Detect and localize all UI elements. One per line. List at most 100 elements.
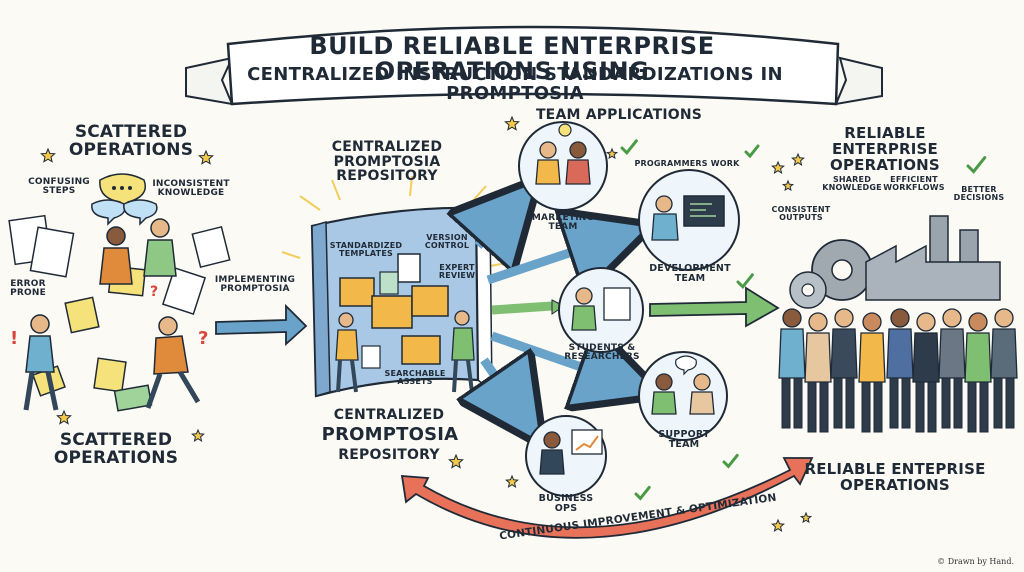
reliable-enterprise-scene [778, 215, 1018, 433]
book-icon [113, 384, 153, 412]
star-icon [504, 115, 520, 131]
scattered-operations-scene: ! ? ? [8, 173, 231, 412]
repository-title-bottom-1: CENTRALIZED [333, 407, 445, 423]
team-students-circle [558, 267, 644, 353]
programmers-work-note: PROGRAMMERS WORK [634, 159, 740, 168]
person-figure [990, 308, 1018, 429]
person-figure [938, 308, 966, 429]
star-icon [56, 409, 72, 425]
star-icon [191, 428, 205, 442]
person-figure [804, 312, 832, 433]
star-icon [40, 147, 56, 163]
scattered-title-top: SCATTERED OPERATIONS [68, 122, 194, 160]
team-development-circle [638, 169, 740, 271]
feature-version-control: VERSION CONTROL [424, 233, 470, 251]
feature-standardized-templates: STANDARDIZED TEMPLATES [329, 241, 403, 259]
label-error-prone: ERROR PRONE [10, 279, 46, 299]
marketing-team-label: MARKETING TEAM [531, 213, 595, 233]
banner-line-1: BUILD RELIABLE ENTERPRISE OPERATIONS USI… [309, 32, 715, 86]
crowd-of-professionals [778, 308, 1018, 433]
star-icon [791, 152, 805, 166]
star-icon [605, 147, 619, 160]
repository-title-bottom-3: REPOSITORY [338, 447, 440, 463]
document-icon [379, 271, 399, 295]
repository-title-bottom-2: PROMPTOSIA [321, 424, 459, 445]
svg-text:!: ! [10, 328, 18, 349]
credit-text: © Drawn by Hand. [937, 557, 1014, 566]
person-figure [143, 218, 177, 277]
svg-text:?: ? [150, 284, 158, 300]
document-icon [397, 253, 421, 283]
folder-icon [339, 277, 375, 307]
person-figure [145, 316, 201, 409]
speech-bubble-icon [99, 173, 146, 212]
person-figure [858, 312, 886, 433]
svg-text:?: ? [198, 328, 208, 349]
person-figure [23, 314, 59, 411]
banner-line-2: CENTRALIZED INSTRUCTION STANDARDIZATIONS… [247, 64, 783, 104]
gear-icon [811, 239, 873, 301]
title-banner [185, 25, 883, 106]
speech-bubble-icon [123, 199, 158, 226]
checkmark-icon [634, 485, 651, 501]
star-icon [505, 474, 519, 488]
team-support-circle [638, 351, 728, 441]
team-arrows [478, 204, 780, 418]
speech-bubble-icon [91, 199, 126, 226]
document-icon [603, 287, 631, 321]
reliable-title-top: RELIABLE ENTERPRISE OPERATIONS [830, 124, 940, 174]
lightbulb-icon [558, 123, 572, 137]
sticky-note-icon [93, 357, 127, 393]
checkmark-icon [744, 144, 760, 159]
paper-icon [161, 267, 207, 315]
feature-expert-review: EXPERT REVIEW [438, 263, 476, 281]
development-team-label: DEVELOPMENT TEAM [649, 263, 731, 284]
monitor-icon [683, 195, 725, 227]
sticky-note-icon [64, 296, 100, 334]
reliable-title-bottom: RELIABLE ENTEPRISE OPERATIONS [804, 460, 986, 494]
benefit-consistent-outputs: CONSISTENT OUTPUTS [771, 205, 831, 223]
benefit-shared-knowledge: SHARED KNOWLEDGE [822, 175, 882, 193]
team-applications-heading: TEAM APPLICATIONS [535, 107, 703, 123]
checkmark-icon [966, 156, 987, 174]
students-researchers-label: STUDENTS & RESEARCHERS [564, 343, 640, 363]
person-figure [778, 308, 806, 429]
business-ops-label: BUSINESS OPS [538, 493, 594, 514]
factory-icon [865, 215, 1001, 301]
folder-icon [401, 335, 441, 365]
team-business-circle [525, 415, 607, 497]
checkmark-icon [722, 453, 739, 469]
repository-book [281, 175, 513, 398]
benefit-better-decisions: BETTER DECISIONS [953, 185, 1005, 203]
label-confusing-steps: CONFUSING STEPS [28, 177, 90, 197]
star-icon [771, 518, 785, 532]
repository-title-top: CENTRALIZED PROMPTOSIA REPOSITORY [331, 139, 443, 185]
checkmark-icon [620, 139, 638, 156]
person-figure [912, 312, 940, 433]
star-icon [781, 179, 795, 192]
speech-bubble-icon [675, 355, 697, 376]
implementing-arrow [215, 303, 308, 347]
paper-icon [29, 226, 75, 278]
person-figure [886, 308, 914, 429]
paper-icon [191, 225, 231, 269]
label-inconsistent-knowledge: INCONSISTENT KNOWLEDGE [152, 179, 230, 199]
star-icon [198, 149, 214, 165]
scattered-title-bottom: SCATTERED OPERATIONS [53, 430, 179, 468]
folder-icon [411, 285, 449, 317]
star-icon [771, 160, 785, 174]
implementing-label: IMPLEMENTING PROMPTOSIA [214, 275, 296, 295]
star-icon [448, 453, 464, 469]
continuous-improvement-loop [400, 457, 814, 539]
person-figure [99, 226, 133, 285]
team-marketing-circle [518, 121, 608, 211]
gear-icon [789, 271, 827, 309]
document-icon [361, 345, 381, 369]
feature-searchable-assets: SEARCHABLE ASSETS [384, 369, 446, 387]
person-figure [335, 312, 359, 393]
benefit-efficient-workflows: EFFICIENT WORKFLOWS [883, 175, 945, 193]
checkmark-icon [736, 273, 754, 290]
support-team-label: SUPPORT TEAM [658, 429, 710, 450]
